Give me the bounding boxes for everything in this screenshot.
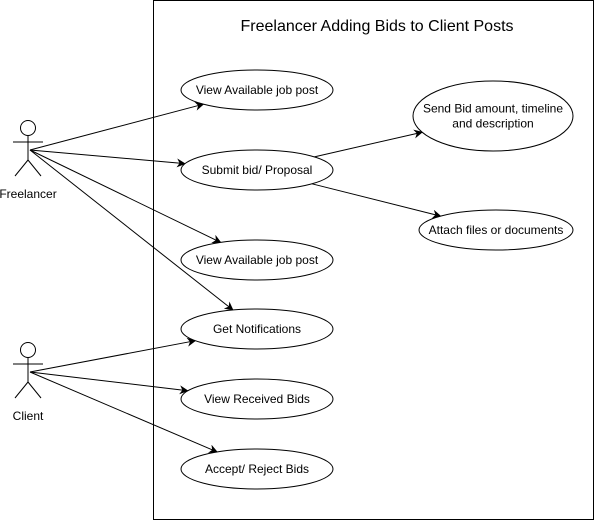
actor-head (20, 342, 36, 358)
use-case-ellipse (180, 378, 334, 420)
use-case-label: and description (452, 117, 533, 131)
association-freelancer-uc2 (29, 149, 186, 168)
association-client-uc5 (29, 371, 189, 395)
use-case-label: View Available job post (196, 253, 319, 267)
use-case-uc1: View Available job post (180, 69, 334, 111)
actor-label: Freelancer (0, 187, 57, 201)
use-case-uc4: Get Notifications (180, 308, 334, 350)
use-case-ellipse (180, 239, 334, 281)
association-client-uc6 (29, 371, 218, 453)
use-case-uc2: Submit bid/ Proposal (180, 149, 334, 191)
actor-head (20, 120, 36, 136)
association-uc2-uc8 (311, 183, 442, 219)
use-case-ellipse (180, 448, 334, 490)
use-case-label: Accept/ Reject Bids (205, 462, 309, 476)
actor-freelancer: Freelancer (0, 120, 57, 201)
use-case-label: Get Notifications (213, 322, 301, 336)
use-case-uc5: View Received Bids (180, 378, 334, 420)
actor-label: Client (13, 409, 44, 423)
use-case-ellipse (418, 209, 574, 251)
actor-leg-right (27, 381, 42, 399)
use-case-ellipse (412, 80, 574, 152)
actor-client: Client (13, 342, 44, 423)
actor-leg-right (27, 159, 42, 177)
use-case-ellipse (180, 69, 334, 111)
association-lines (29, 101, 442, 453)
use-case-label: View Received Bids (204, 392, 310, 406)
actor-leg-left (14, 159, 29, 177)
use-case-label: Attach files or documents (429, 223, 564, 237)
use-case-uc3: View Available job post (180, 239, 334, 281)
system-boundary (153, 0, 594, 520)
use-case-uc6: Accept/ Reject Bids (180, 448, 334, 490)
association-freelancer-uc1 (29, 101, 205, 151)
association-freelancer-uc3 (29, 149, 222, 243)
use-case-label: Send Bid amount, timeline (423, 102, 563, 116)
actor-leg-left (14, 381, 29, 399)
use-case-ellipse (180, 149, 334, 191)
diagram-title: Freelancer Adding Bids to Client Posts (240, 18, 513, 35)
association-uc2-uc7 (314, 129, 423, 158)
use-case-ellipse (180, 308, 334, 350)
use-case-uc8: Attach files or documents (418, 209, 574, 251)
use-case-label: View Available job post (196, 83, 319, 97)
association-freelancer-uc4 (29, 149, 234, 311)
use-case-label: Submit bid/ Proposal (202, 163, 313, 177)
association-client-uc4 (29, 337, 197, 373)
